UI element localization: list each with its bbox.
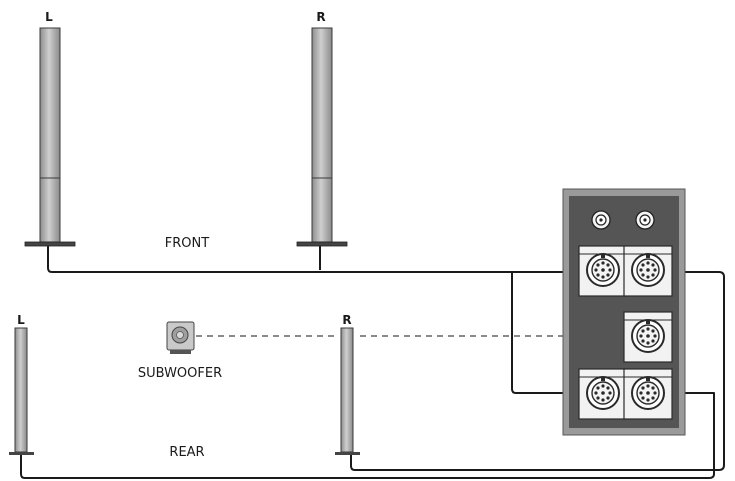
front-label: FRONT xyxy=(165,236,209,251)
subwoofer-label: SUBWOOFER xyxy=(138,366,222,381)
subwoofer-icon xyxy=(166,321,195,354)
socket-subwoofer xyxy=(623,311,673,363)
speaker-cables xyxy=(20,246,725,479)
front-right-label: R xyxy=(316,10,325,24)
front-right-speaker xyxy=(296,27,348,247)
front-left-speaker xyxy=(24,27,76,247)
rear-left-speaker xyxy=(9,327,34,455)
rear-left-label: L xyxy=(17,313,25,327)
antenna-jack-right xyxy=(635,210,655,230)
rear-right-speaker xyxy=(335,327,360,455)
front-left-label: L xyxy=(45,10,53,24)
connection-panel xyxy=(562,188,686,436)
socket-front-right xyxy=(623,245,673,297)
antenna-jack-left xyxy=(591,210,611,230)
socket-rear-right xyxy=(623,368,673,420)
socket-rear-left xyxy=(578,368,628,420)
socket-front-left xyxy=(578,245,628,297)
rear-right-label: R xyxy=(342,313,351,327)
rear-label: REAR xyxy=(169,445,204,460)
